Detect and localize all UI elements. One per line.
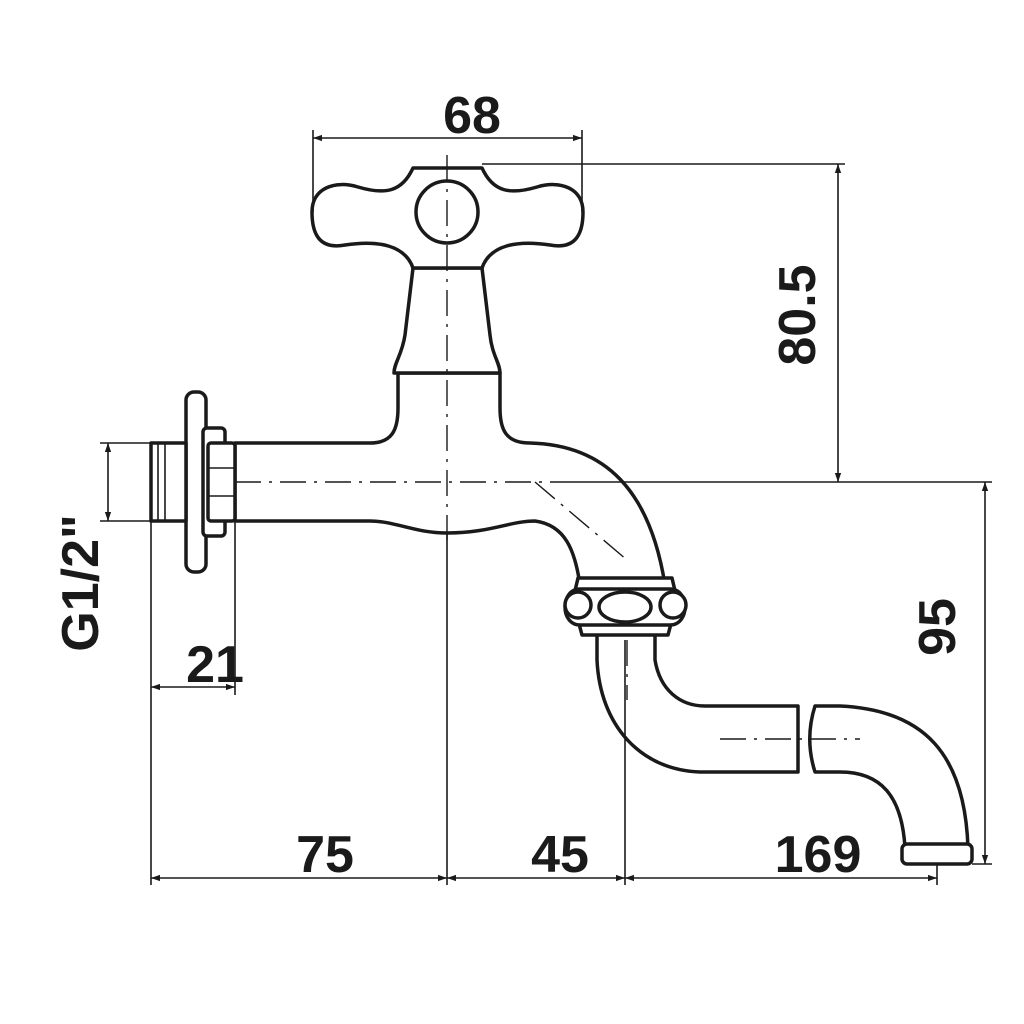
lower-spout bbox=[595, 628, 800, 774]
faucet-body bbox=[233, 371, 667, 587]
faucet-outline bbox=[149, 166, 974, 866]
joint-center-slot bbox=[597, 590, 653, 624]
dim-label-75: 75 bbox=[296, 826, 354, 884]
stem-bonnet bbox=[392, 266, 502, 375]
dim-label-169: 169 bbox=[775, 826, 862, 884]
dimension-lines bbox=[104, 134, 989, 882]
dim-label-68: 68 bbox=[443, 87, 501, 145]
dimension-labels: 68 80.5 95 G1/2" 21 75 45 169 bbox=[52, 87, 967, 884]
dim-label-thread: G1/2" bbox=[52, 514, 110, 651]
dim-label-80-5: 80.5 bbox=[769, 264, 827, 365]
dim-label-21: 21 bbox=[186, 636, 244, 694]
dim-label-45: 45 bbox=[531, 826, 589, 884]
spout-bend-axis bbox=[534, 481, 628, 561]
thread-connector bbox=[149, 441, 188, 523]
joint-nut-right bbox=[658, 590, 688, 620]
hex-nut bbox=[206, 441, 237, 523]
spout-outlet bbox=[900, 842, 974, 866]
spout-tip bbox=[808, 704, 970, 850]
center-lines bbox=[235, 155, 860, 740]
joint-nut-left bbox=[563, 590, 593, 620]
dim-label-95: 95 bbox=[909, 598, 967, 656]
